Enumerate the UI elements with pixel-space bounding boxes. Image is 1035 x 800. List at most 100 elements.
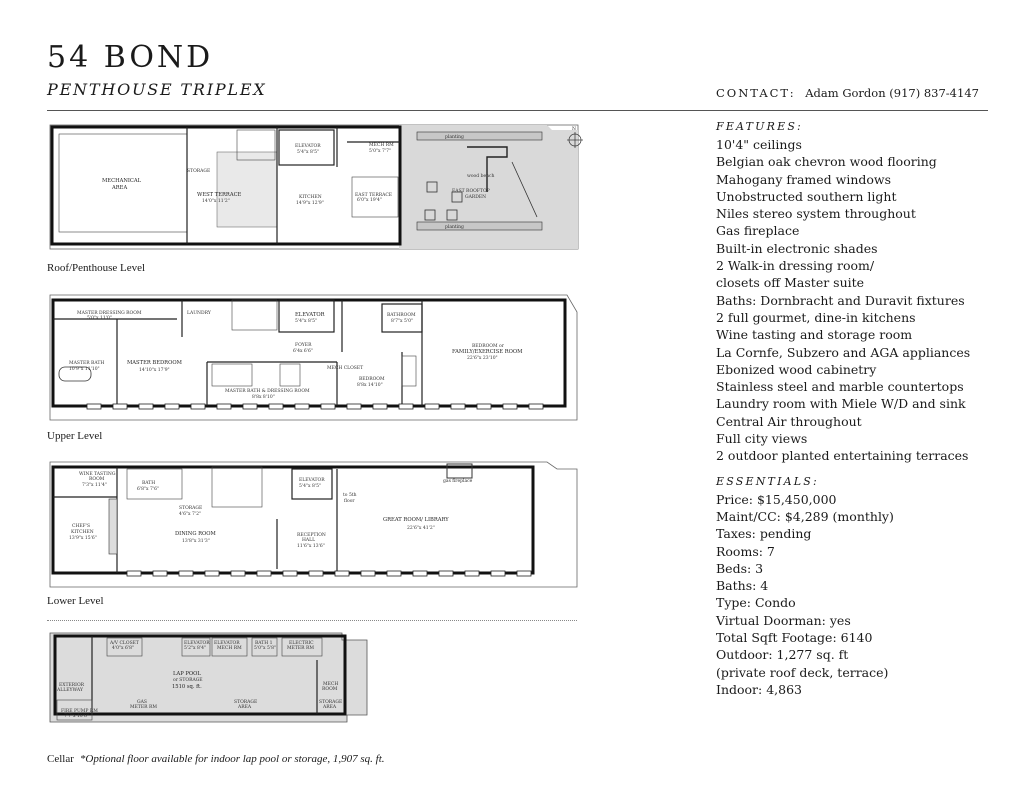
room-label: ELEVATOR (214, 640, 240, 646)
room-dim: 4'0"x 6'8" (112, 645, 134, 651)
window-mark (490, 570, 506, 577)
essential-item: Outdoor: 1,277 sq. ft (716, 647, 849, 663)
section-divider (47, 620, 577, 621)
room-dim: 8'8x 14'10" (357, 382, 383, 388)
feature-item: Gas fireplace (716, 223, 800, 239)
essential-item: Price: $15,450,000 (716, 491, 837, 507)
window-mark (216, 403, 232, 410)
room-label: MASTER BATH (69, 360, 104, 366)
room-label: STORAGE (319, 699, 342, 705)
room-label: FOYER (295, 342, 312, 348)
features-list: 10'4" ceilings Belgian oak chevron wood … (716, 136, 1006, 465)
room-label: METER RM (130, 704, 157, 710)
essential-item: Indoor: 4,863 (716, 681, 802, 697)
feature-item: Wine tasting and storage room (716, 327, 913, 343)
room-label: WEST TERRACE (197, 192, 242, 198)
room-label: METER RM (287, 645, 314, 651)
room-dim: 5'0"x 5'8" (254, 645, 276, 651)
feature-item: 2 full gourmet, dine-in kitchens (716, 309, 916, 325)
essential-item: Rooms: 7 (716, 543, 775, 559)
room-dim: 5'4"x 8'5" (299, 483, 321, 489)
contact-line: CONTACT: Adam Gordon (917) 837-4147 (716, 86, 979, 100)
window-mark (334, 570, 350, 577)
window-mark (152, 570, 168, 577)
feature-item: 10'4" ceilings (716, 137, 802, 152)
room-label: ELEVATOR (184, 640, 210, 646)
cellar-plan-label: Cellar*Optional floor available for indo… (47, 753, 385, 765)
feature-item: 2 outdoor planted entertaining terraces (716, 448, 969, 464)
window-mark (476, 403, 492, 410)
room-label: KITCHEN (71, 529, 94, 535)
feature-item: Ebonized wood cabinetry (716, 361, 877, 377)
roof-plan-label: Roof/Penthouse Level (47, 262, 146, 274)
north-marker: N (572, 126, 576, 132)
window-mark (86, 403, 102, 410)
window-mark (528, 403, 544, 410)
room-label: ALLEYWAY (56, 687, 84, 693)
window-mark (502, 403, 518, 410)
room-label: RECEPTION (297, 532, 326, 538)
room-label: MECH RM (369, 142, 394, 148)
room-dim: 7'3"x 11'4" (82, 482, 107, 488)
room-label: BEDROOM or (472, 343, 505, 349)
room-dim: 5'2"x 8'4" (184, 645, 206, 651)
details-panel: FEATURES: 10'4" ceilings Belgian oak che… (716, 120, 1006, 698)
room-dim: 22'6"x 41'2" (407, 525, 435, 531)
window-mark (256, 570, 272, 577)
feature-item: Niles stereo system throughout (716, 206, 916, 222)
feature-item: Full city views (716, 431, 808, 447)
essential-item: Type: Condo (716, 595, 796, 611)
window-mark (450, 403, 466, 410)
room-dim: 13'9"x 15'6" (69, 535, 97, 541)
essential-item: (private roof deck, terrace) (716, 664, 889, 680)
page-subtitle: PENTHOUSE TRIPLEX (47, 80, 267, 99)
essentials-heading: ESSENTIALS: (716, 474, 819, 488)
essential-item: Virtual Doorman: yes (716, 612, 851, 628)
room-dim: 5'4"x 8'5" (295, 318, 317, 324)
room-label: EAST ROOFTOP (452, 188, 490, 194)
cellar-note: *Optional floor available for indoor lap… (79, 753, 385, 765)
feature-item: Central Air throughout (716, 413, 862, 429)
feature-item: Laundry room with Miele W/D and sink (716, 396, 966, 412)
room-label: AREA (111, 185, 127, 191)
room-dim: 13'8"x 31'3" (182, 538, 210, 544)
room-label: MASTER BEDROOM (127, 360, 183, 366)
window-mark (204, 570, 220, 577)
feature-item: closets off Master suite (716, 275, 865, 291)
header-divider (47, 110, 988, 111)
contact-value[interactable]: Adam Gordon (917) 837-4147 (805, 86, 979, 100)
feature-item: Belgian oak chevron wood flooring (716, 154, 937, 170)
window-mark (308, 570, 324, 577)
lower-plan: WINE TASTING ROOM 7'3"x 11'4" BATH 6'8"x… (47, 459, 587, 591)
lower-plan-drawing: WINE TASTING ROOM 7'3"x 11'4" BATH 6'8"x… (49, 461, 578, 588)
window-mark (112, 403, 128, 410)
cellar-plan-drawing: A/V CLOSET 4'0"x 6'8" ELEVATOR 5'2"x 8'4… (49, 632, 368, 723)
room-label: STORAGE (179, 505, 202, 511)
room-dim: 10'9"x 11'10" (69, 366, 100, 372)
room-label: ELEVATOR (299, 477, 325, 483)
room-dim: 14'0"x 11'2" (202, 198, 230, 204)
room-label: gas fireplace (443, 478, 473, 484)
essential-item: Maint/CC: $4,289 (monthly) (716, 508, 894, 524)
upper-plan-drawing: MASTER DRESSING ROOM 5'0"x 11'0" LAUNDRY… (49, 294, 578, 421)
room-label: AREA (237, 704, 252, 710)
window-mark (360, 570, 376, 577)
room-dim: 8'8x 8'10" (252, 394, 275, 400)
window-mark (230, 570, 246, 577)
room-label: MASTER BATH & DRESSING ROOM (225, 388, 310, 394)
room-label: WINE TASTING (79, 471, 116, 477)
roof-plan-drawing: N MECHANICAL AREA STORAGE WEST TERRACE 1… (49, 124, 583, 250)
room-label: FAMILY/EXERCISE ROOM (452, 349, 523, 355)
room-label: LAUNDRY (187, 310, 212, 316)
page-title: 54 BOND (47, 40, 214, 75)
room-dim: 6'8"x 7'6" (137, 486, 159, 492)
room-label: MECH CLOSET (327, 365, 363, 371)
room-dim: 5'4"x 8'5" (297, 149, 319, 155)
room-label: EXTERIOR (59, 682, 85, 688)
essential-item: Taxes: pending (716, 526, 812, 542)
room-label: KITCHEN (299, 194, 322, 200)
feature-item: Stainless steel and marble countertops (716, 379, 964, 395)
window-mark (190, 403, 206, 410)
room-dim: 11'6"x 13'6" (297, 543, 325, 549)
room-dim: 14'9"x 12'9" (296, 200, 324, 206)
